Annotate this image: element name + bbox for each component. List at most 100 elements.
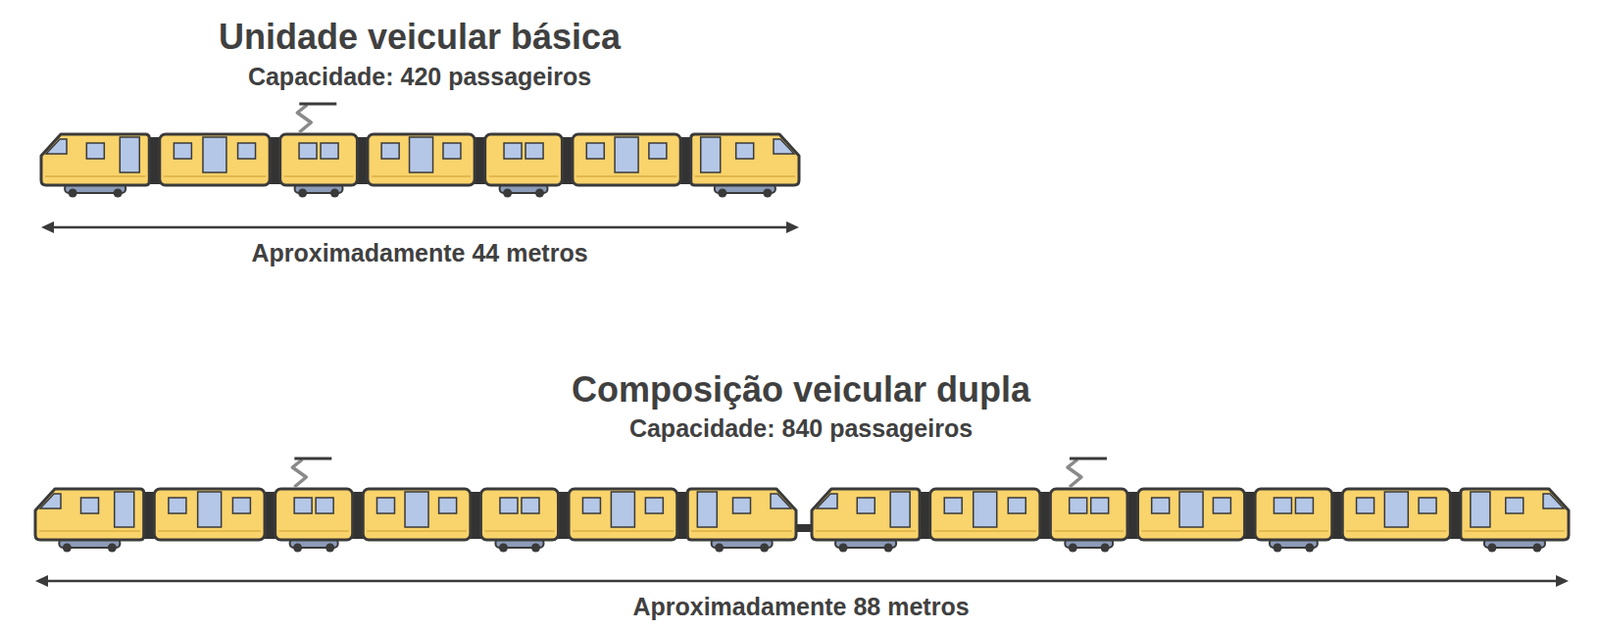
skirt-line <box>934 530 1037 533</box>
wheel <box>499 544 508 553</box>
window <box>80 498 99 514</box>
window <box>856 498 875 514</box>
wheel <box>759 544 769 553</box>
wheel <box>1487 544 1497 553</box>
wheel <box>1532 544 1542 553</box>
capacity-text: Capacidade: 840 passageiros <box>629 416 973 442</box>
wheel <box>1100 544 1110 553</box>
skirt-line <box>279 530 350 533</box>
wheel <box>113 189 123 199</box>
skirt-line <box>366 530 467 533</box>
window <box>443 143 461 159</box>
window <box>315 498 334 514</box>
window <box>649 143 667 159</box>
title: Composição veicular dupla <box>571 372 1031 408</box>
skirt-line <box>1346 530 1447 533</box>
windshield <box>40 494 61 509</box>
windshield <box>46 139 67 154</box>
car-body <box>153 489 265 541</box>
door <box>198 492 222 528</box>
tram-car <box>485 134 563 186</box>
car-body <box>362 489 471 541</box>
door <box>890 492 910 528</box>
window <box>500 498 518 514</box>
window <box>645 498 663 514</box>
door <box>404 492 429 528</box>
door <box>973 492 998 528</box>
skirt-line <box>572 530 674 533</box>
wheel <box>717 189 727 199</box>
window <box>1418 498 1437 514</box>
arrowhead <box>41 221 54 234</box>
tram-car <box>811 489 920 541</box>
wheel <box>531 544 541 553</box>
skirt-line <box>489 175 559 178</box>
window <box>582 498 600 514</box>
tram-unit <box>41 103 800 199</box>
pantograph <box>292 458 332 488</box>
skirt-line <box>691 530 793 533</box>
window <box>294 498 312 514</box>
tram-car <box>153 489 265 541</box>
wheel <box>298 189 307 199</box>
car-body <box>275 489 353 541</box>
tram-car <box>367 134 475 186</box>
wheel <box>839 544 849 553</box>
title: Unidade veicular básica <box>218 19 621 55</box>
pantograph-arm <box>297 104 311 133</box>
car-body <box>568 489 678 541</box>
skirt-line <box>157 530 261 533</box>
arrowhead <box>786 221 800 234</box>
car-body <box>480 489 558 541</box>
skirt-line <box>39 530 141 533</box>
tram-car <box>568 489 678 541</box>
windshield <box>770 494 792 509</box>
tram-car <box>35 489 145 541</box>
window <box>320 143 339 159</box>
wheel <box>502 189 512 199</box>
door <box>409 137 434 173</box>
window <box>238 143 256 159</box>
tram-car <box>687 489 797 541</box>
skirt-line <box>815 530 916 533</box>
cab-body <box>691 134 800 186</box>
wheel <box>762 189 772 199</box>
door <box>700 137 721 173</box>
window <box>376 498 395 514</box>
door <box>1384 492 1408 528</box>
dimension-label: Aproximadamente 88 metros <box>632 595 969 620</box>
skirt-line <box>371 175 471 178</box>
car-body <box>1050 489 1128 541</box>
tram-car <box>362 489 471 541</box>
window <box>1151 498 1170 514</box>
window <box>168 498 187 514</box>
skirt-line <box>1464 530 1565 533</box>
car-body <box>1138 489 1246 541</box>
window <box>173 143 192 159</box>
dimension-line <box>47 226 794 230</box>
window <box>521 498 540 514</box>
car-body <box>1254 489 1333 541</box>
wheel <box>107 544 117 553</box>
skirt-line <box>1053 530 1124 533</box>
window <box>586 143 604 159</box>
window <box>1212 498 1231 514</box>
window <box>232 498 250 514</box>
pantograph <box>1067 458 1107 488</box>
tram-car <box>159 134 270 186</box>
skirt-line <box>45 175 146 178</box>
dimension-label: Aproximadamente 44 metros <box>250 241 588 266</box>
windshield <box>1543 494 1564 509</box>
skirt-line <box>695 175 796 178</box>
pantograph-arm <box>1067 459 1082 488</box>
window <box>299 143 317 159</box>
pantograph-bar <box>1069 457 1107 461</box>
dimension-line <box>41 580 1563 584</box>
skirt-line <box>484 530 554 533</box>
window <box>503 143 522 159</box>
car-body <box>159 134 270 186</box>
door <box>614 137 639 173</box>
windshield <box>773 139 795 154</box>
